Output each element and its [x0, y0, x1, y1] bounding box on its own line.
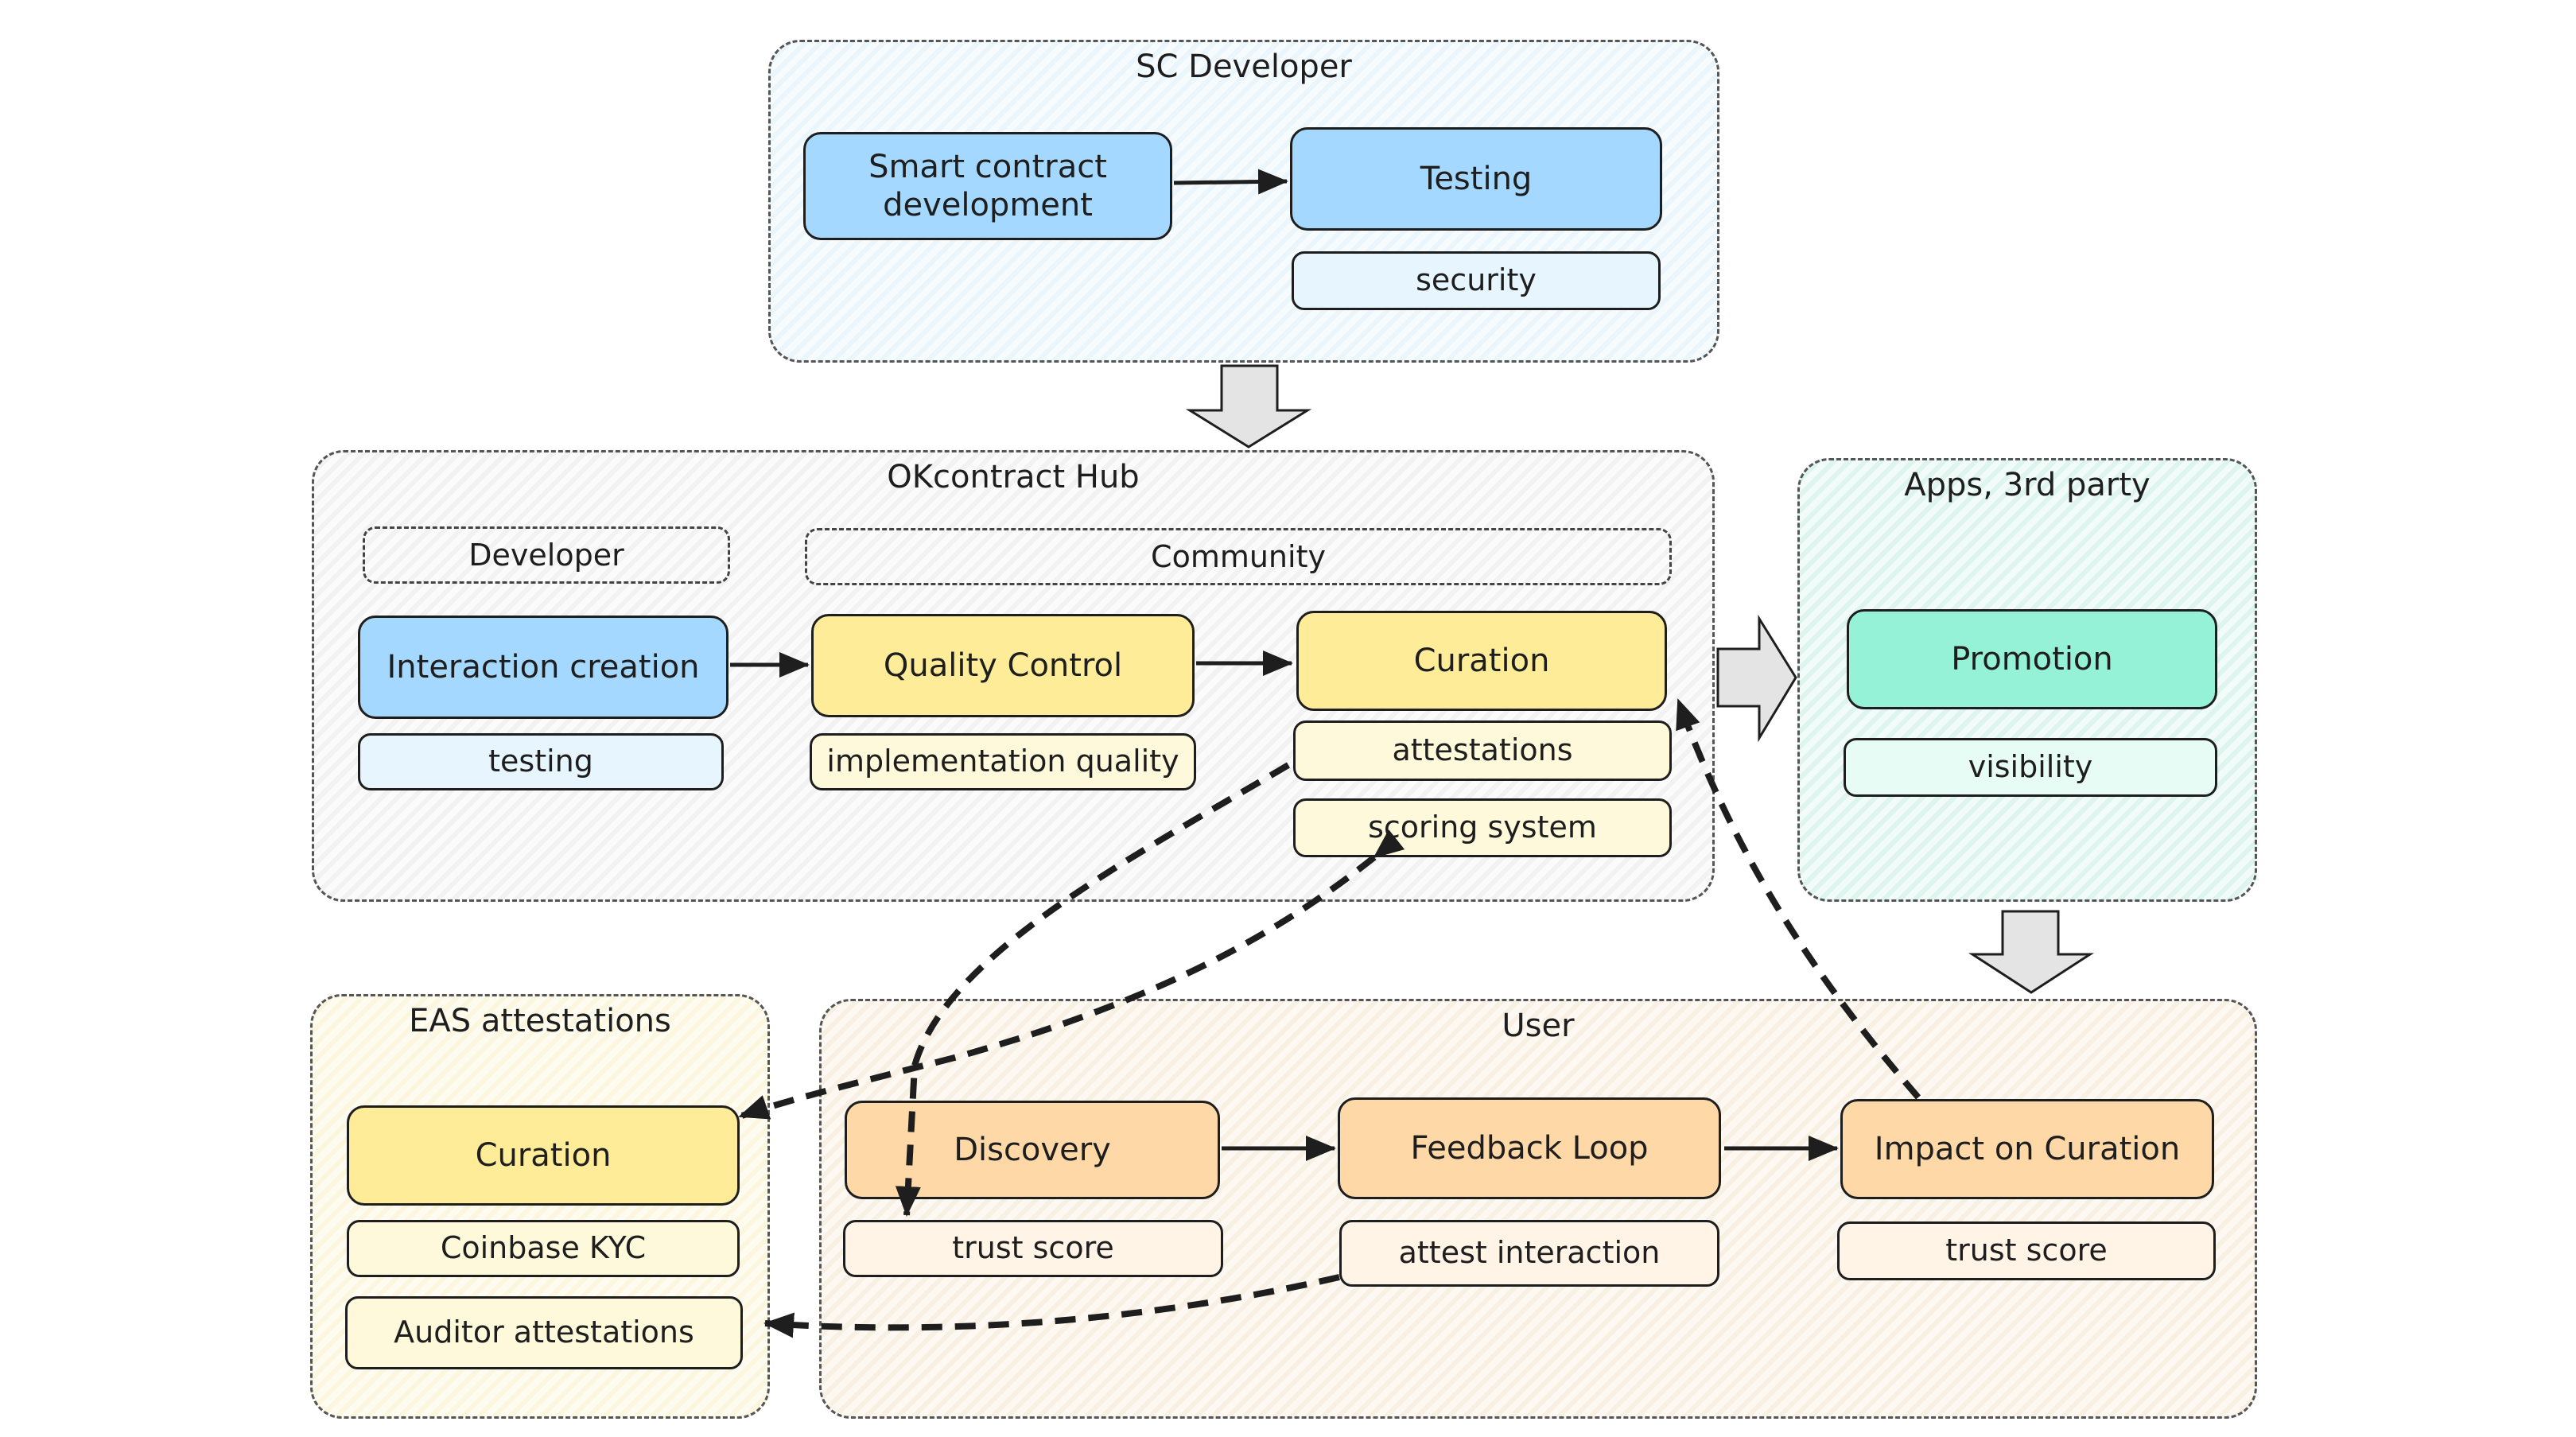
quality-control-box[interactable]: Quality Control: [811, 614, 1195, 717]
testing-box[interactable]: Testing: [1290, 127, 1662, 231]
apps-title: Apps, 3rd party: [1904, 467, 2151, 503]
eas-curation-box[interactable]: Curation: [347, 1105, 740, 1206]
attestations-box[interactable]: attestations: [1293, 720, 1672, 781]
block-arrow-hub-to-apps: [1716, 614, 1797, 743]
impact-on-curation-box[interactable]: Impact on Curation: [1840, 1099, 2214, 1199]
dashed-arrow-scoring-to-eas-curation: [738, 829, 1405, 1120]
okcontract-hub-title: OKcontract Hub: [887, 459, 1140, 495]
dashed-arrow-attest-to-auditor: [763, 1274, 1340, 1338]
smart-contract-development-box[interactable]: Smart contract development: [803, 132, 1172, 240]
implementation-quality-box[interactable]: implementation quality: [810, 733, 1196, 790]
attest-interaction-box[interactable]: attest interaction: [1339, 1220, 1719, 1287]
discovery-trust-score-box[interactable]: trust score: [843, 1220, 1223, 1277]
auditor-attestations-box[interactable]: Auditor attestations: [345, 1296, 743, 1369]
promotion-box[interactable]: Promotion: [1847, 609, 2217, 709]
developer-label: Developer: [363, 526, 730, 584]
visibility-box[interactable]: visibility: [1844, 738, 2217, 797]
arrow-smart-contract-to-testing: [1173, 169, 1288, 195]
eas-attestations-title: EAS attestations: [409, 1003, 671, 1039]
user-title: User: [1502, 1008, 1575, 1044]
block-arrow-sc-to-hub: [1185, 364, 1312, 449]
interaction-creation-box[interactable]: Interaction creation: [358, 616, 729, 719]
hub-curation-box[interactable]: Curation: [1296, 611, 1667, 711]
dashed-arrow-impact-to-curation: [1675, 698, 1921, 1100]
hub-testing-box[interactable]: testing: [358, 733, 724, 790]
block-arrow-apps-to-user: [1968, 910, 2095, 994]
sc-developer-title: SC Developer: [1136, 49, 1352, 85]
coinbase-kyc-box[interactable]: Coinbase KYC: [347, 1220, 740, 1277]
impact-trust-score-box[interactable]: trust score: [1837, 1221, 2216, 1280]
community-label: Community: [805, 528, 1672, 585]
security-box[interactable]: security: [1292, 251, 1661, 310]
